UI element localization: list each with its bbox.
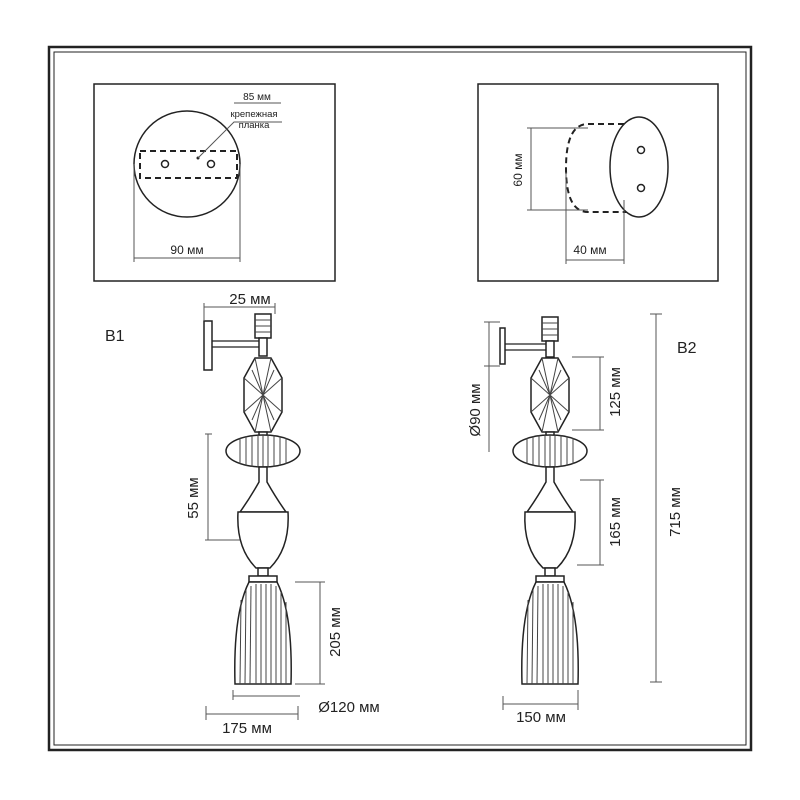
b2-neck	[525, 466, 575, 513]
plate-note-line1: крепежная	[230, 109, 277, 120]
inner-frame	[53, 51, 747, 746]
b2-shade	[521, 581, 579, 685]
b1-vase	[237, 511, 289, 569]
b2-lamp	[499, 316, 588, 685]
b2-total-label: 715 мм	[667, 487, 684, 537]
mounting-bar	[139, 150, 238, 179]
view-b1-label: B1	[105, 328, 125, 345]
plate-note-size: 85 мм	[243, 92, 271, 103]
b1-lamp	[203, 313, 301, 685]
dashed-canopy	[564, 123, 640, 213]
b2-width-label: 150 мм	[516, 709, 566, 726]
outer-frame	[47, 45, 753, 752]
b1-shade-diameter-label: Ø120 мм	[318, 699, 380, 716]
disc-hole-bottom	[636, 183, 646, 193]
b2-wall-disc	[499, 327, 506, 365]
b1-projection-label: 175 мм	[222, 720, 272, 737]
plate-circle	[133, 110, 241, 218]
b2-disc-diameter-label: Ø90 мм	[467, 383, 484, 436]
side-depth-label: 40 мм	[573, 243, 606, 257]
b1-neck	[238, 466, 288, 513]
plate-note-line2: планка	[239, 120, 271, 131]
b2-vase	[524, 511, 576, 569]
disc-hole-top	[636, 145, 646, 155]
side-height-label: 60 мм	[511, 153, 525, 186]
plate-width-label: 90 мм	[170, 243, 203, 257]
b1-wall-plate	[203, 320, 213, 371]
side-view-panel: 60 мм 40 мм	[477, 83, 719, 282]
screw-hole-left	[160, 159, 170, 169]
b2-vase-label: 165 мм	[607, 497, 624, 547]
mounting-plate-panel: 85 мм крепежная планка 90 мм	[93, 83, 336, 282]
b1-shade	[234, 581, 292, 685]
b1-arm-label: 25 мм	[229, 291, 270, 308]
b2-dimensions: Ø90 мм 125 мм 165 мм 715 мм 150 мм	[467, 313, 684, 726]
screw-hole-right	[206, 159, 216, 169]
view-b2-label: B2	[677, 340, 697, 357]
b1-neck-label: 55 мм	[185, 477, 202, 518]
b2-crystal-label: 125 мм	[607, 367, 624, 417]
b1-shade-label: 205 мм	[327, 607, 344, 657]
b1-dimensions: 25 мм 55 мм 205 мм Ø120 мм 175 мм	[185, 291, 380, 737]
wall-disc	[609, 116, 669, 218]
